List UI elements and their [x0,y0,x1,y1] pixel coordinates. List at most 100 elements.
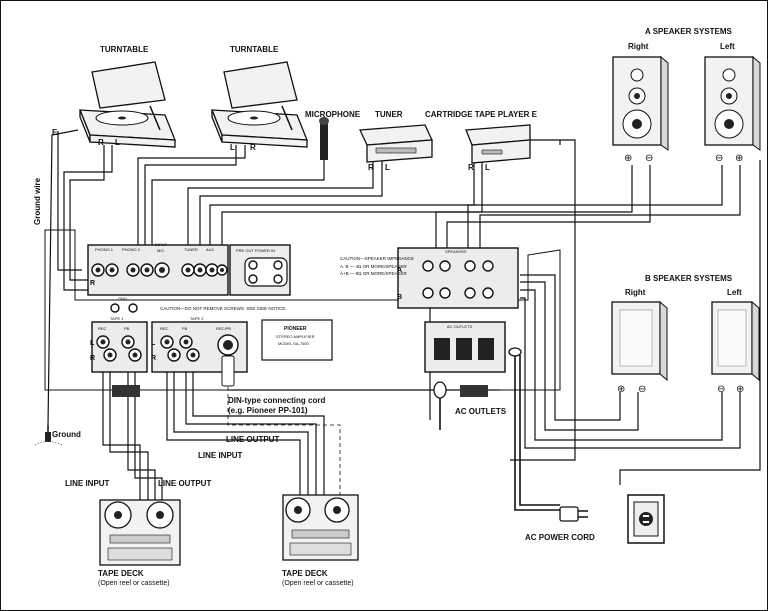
a-speaker-systems-label: A SPEAKER SYSTEMS [645,27,732,36]
microphone-icon [319,117,329,160]
line-output-label-2: LINE OUTPUT [226,435,279,444]
tape-deck-1-sublabel: (Open reel or cassette) [98,580,170,587]
ground-stake-icon [34,425,63,446]
ground-label: Ground [52,430,81,439]
b-speaker-right [611,300,668,382]
b-right-minus-label: ⊖ [638,384,646,395]
gnd-terminals [110,303,138,313]
a-speaker-left [704,55,761,151]
line-input-label-2: LINE INPUT [198,451,243,460]
tape-deck-2 [282,494,359,561]
ac-outlet-sockets [434,338,494,360]
tuner-device [359,124,433,163]
tape-deck-2-label: TAPE DECK [282,569,328,578]
b-speaker-left-label: Left [727,288,742,297]
ac-outlets-label: AC OUTLETS [455,407,507,416]
line-output-label-1: LINE OUTPUT [158,479,211,488]
panel-rec-pb: REC/PB [216,326,231,331]
turntable-2-label: TURNTABLE [230,45,279,54]
turntable-2-r-label: R [250,143,256,152]
panel-tape1: TAPE 1 [110,316,124,321]
pre-power-jacks [244,257,288,287]
turntable-1 [79,61,176,148]
ground-wire-label: Ground wire [33,177,42,225]
speaker-a-letter: A [397,267,402,274]
b-left-plus-label: ⊕ [736,384,744,395]
din-cord-label-1: DIN-type connecting cord [228,396,325,405]
a-left-minus-label: ⊖ [715,153,723,164]
panel-gnd: GND [118,296,127,301]
tape2-l-label: L [151,340,156,347]
tape-deck-2-sublabel: (Open reel or cassette) [282,580,354,587]
turntable-2 [211,61,308,148]
panel-tape1-pb: PB [124,326,130,331]
panel-ac-outlets: AC OUTLETS [447,324,472,329]
a-speaker-right-label: Right [628,42,649,51]
panel-speakers: SPEAKERS [445,249,467,254]
b-left-minus-label: ⊖ [717,384,725,395]
panel-caution-impedance: CAUTION—SPEAKER IMPEDANCE [340,256,414,261]
tape-deck-1 [99,499,181,566]
cartridge-tape-player-device [465,124,531,164]
mic-jack [154,262,170,278]
panel-product: STEREO AMPLIFIER [276,334,315,339]
cartridge-tape-player-label: CARTRIDGE TAPE PLAYER E [425,110,538,119]
panel-mic: MIC [157,248,164,253]
turntable-1-l-label: L [115,138,120,147]
microphone-label: MICROPHONE [305,110,361,119]
cartridge-l-label: L [485,163,490,172]
tuner-l-label: L [385,163,390,172]
panel-impedance-ab: A+B — 8Ω OR MORE/SPEAKER [340,271,408,276]
turntable-1-r-label: R [98,138,104,147]
turntable-2-l-label: L [230,143,235,152]
panel-tape2: TAPE 2 [190,316,204,321]
panel-model: MODEL SA-7500 [278,341,310,346]
panel-input: INPUT [155,242,168,247]
turntable-1-label: TURNTABLE [100,45,149,54]
cartridge-r-label: R [468,163,474,172]
ac-power-cord-label: AC POWER CORD [525,533,595,542]
tape-deck-1-label: TAPE DECK [98,569,144,578]
panel-aux: AUX [206,247,215,252]
ac-plug-icon [433,347,522,399]
tape1-jacks [96,335,142,362]
a-speaker-right [612,55,669,151]
a-right-minus-label: ⊖ [645,153,653,164]
panel-impedance-a: A. B — 4Ω OR MORE/SPEAKER [340,264,407,269]
phono-jacks [91,263,154,277]
tuner-aux-jacks [181,263,228,277]
panel-pre-power: PRE OUT POWER IN [236,248,275,253]
panel-caution-screws: CAUTION—DO NOT REMOVE SCREWS. SEE SIDE N… [160,306,287,311]
b-speaker-right-label: Right [625,288,646,297]
tuner-label: TUNER [375,110,403,119]
tape2-jacks [160,335,200,362]
panel-tape1-rec: REC [98,326,107,331]
a-right-plus-label: ⊕ [624,153,632,164]
wiring [47,129,761,516]
panel-brand: PIONEER [284,326,307,332]
power-plug-icon [559,506,588,522]
wall-socket-icon [627,494,665,544]
din-socket [217,334,239,387]
speaker-b-letter: B [397,294,402,301]
line-input-label-1: LINE INPUT [65,479,110,488]
panel-tuner: TUNER [184,247,198,252]
b-speaker-left [711,300,760,382]
tape1-l-label: L [90,340,95,347]
amplifier-rear-panel [44,229,561,397]
din-cord-label-2: (e.g. Pioneer PP-101) [228,406,308,415]
panel-tape2-pb: PB [182,326,188,331]
a-speaker-left-label: Left [720,42,735,51]
b-speaker-systems-label: B SPEAKER SYSTEMS [645,274,733,283]
turntable-e-label: E [52,128,58,137]
tuner-r-label: R [368,163,374,172]
speaker-terminals [422,260,494,299]
panel-phono2: PHONO 2 [122,247,141,252]
panel-phono1: PHONO 1 [95,247,114,252]
a-left-plus-label: ⊕ [735,153,743,164]
phono-r-label: R [90,280,95,287]
b-right-plus-label: ⊕ [617,384,625,395]
panel-tape2-rec: REC [160,326,169,331]
